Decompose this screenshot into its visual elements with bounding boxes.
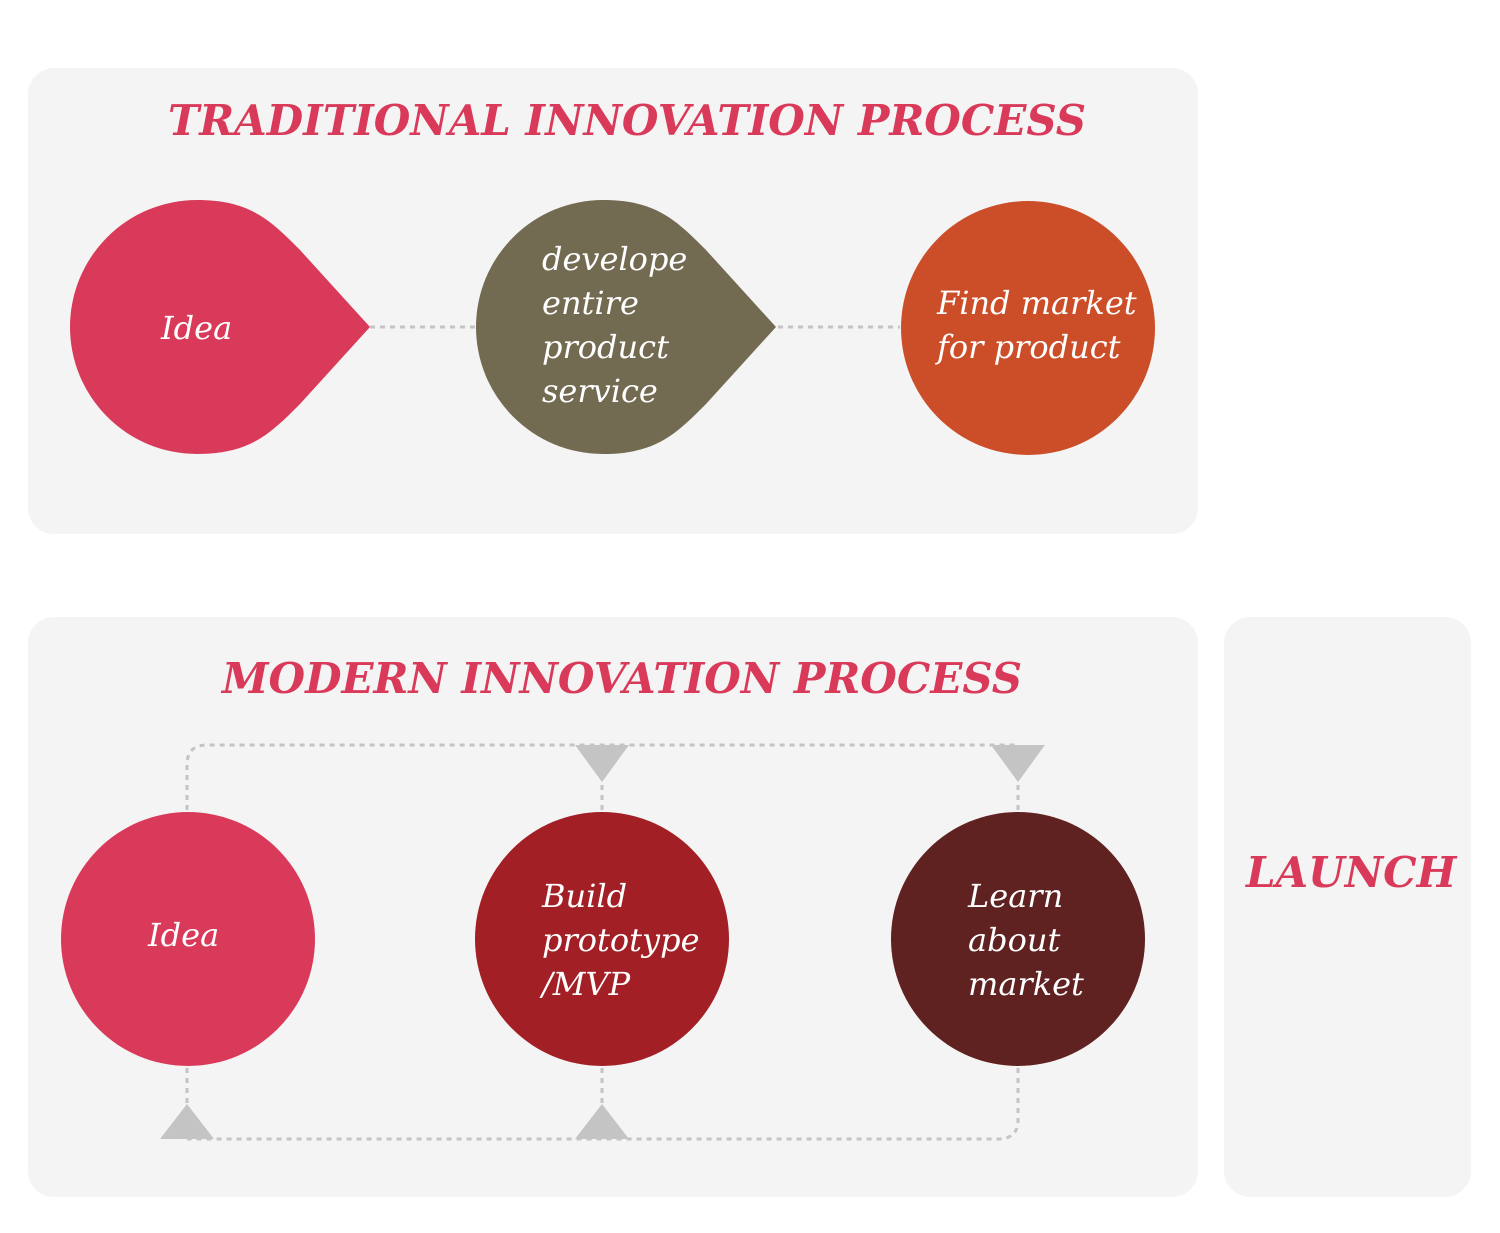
traditional-step-3-shape	[901, 201, 1155, 455]
arrow-up-left	[160, 1104, 214, 1139]
traditional-step-2-label: develope entire product service	[542, 237, 687, 413]
label-line: Learn	[968, 877, 1064, 915]
label-line: prototype	[542, 921, 700, 959]
modern-step-3-shape	[891, 812, 1145, 1066]
traditional-step-3-label: Find market for product	[937, 281, 1137, 369]
label-line: Build	[542, 877, 628, 915]
label-line: /MVP	[542, 965, 631, 1003]
modern-step-3-label: Learn about market	[968, 874, 1084, 1006]
traditional-step-2-shape	[476, 200, 776, 454]
arrow-down-mid	[575, 745, 629, 782]
label-line: product	[542, 328, 669, 366]
traditional-title: TRADITIONAL INNOVATION PROCESS	[168, 96, 1087, 145]
modern-step-1-label: Idea	[148, 913, 219, 957]
label-line: service	[542, 372, 658, 410]
launch-label: LAUNCH	[1246, 848, 1457, 897]
modern-step-1-shape	[61, 812, 315, 1066]
arrow-up-mid	[575, 1104, 629, 1139]
label-line: entire	[542, 284, 639, 322]
traditional-step-1-shape	[70, 200, 370, 454]
label-line: about	[968, 921, 1061, 959]
label-line: Idea	[148, 916, 220, 954]
arrow-down-right	[991, 745, 1045, 782]
loop-top-path	[185, 743, 1018, 810]
modern-title: MODERN INNOVATION PROCESS	[222, 654, 1023, 703]
modern-step-2-label: Build prototype /MVP	[542, 874, 700, 1006]
modern-step-2-shape	[475, 812, 729, 1066]
label-line: Find market	[937, 284, 1137, 322]
label-line: Idea	[161, 309, 233, 347]
label-line: develope	[542, 240, 688, 278]
launch-panel	[1224, 617, 1471, 1197]
label-line: market	[968, 965, 1084, 1003]
traditional-step-1-label: Idea	[161, 306, 232, 350]
loop-bottom-path	[187, 1068, 1020, 1141]
label-line: for product	[937, 328, 1121, 366]
